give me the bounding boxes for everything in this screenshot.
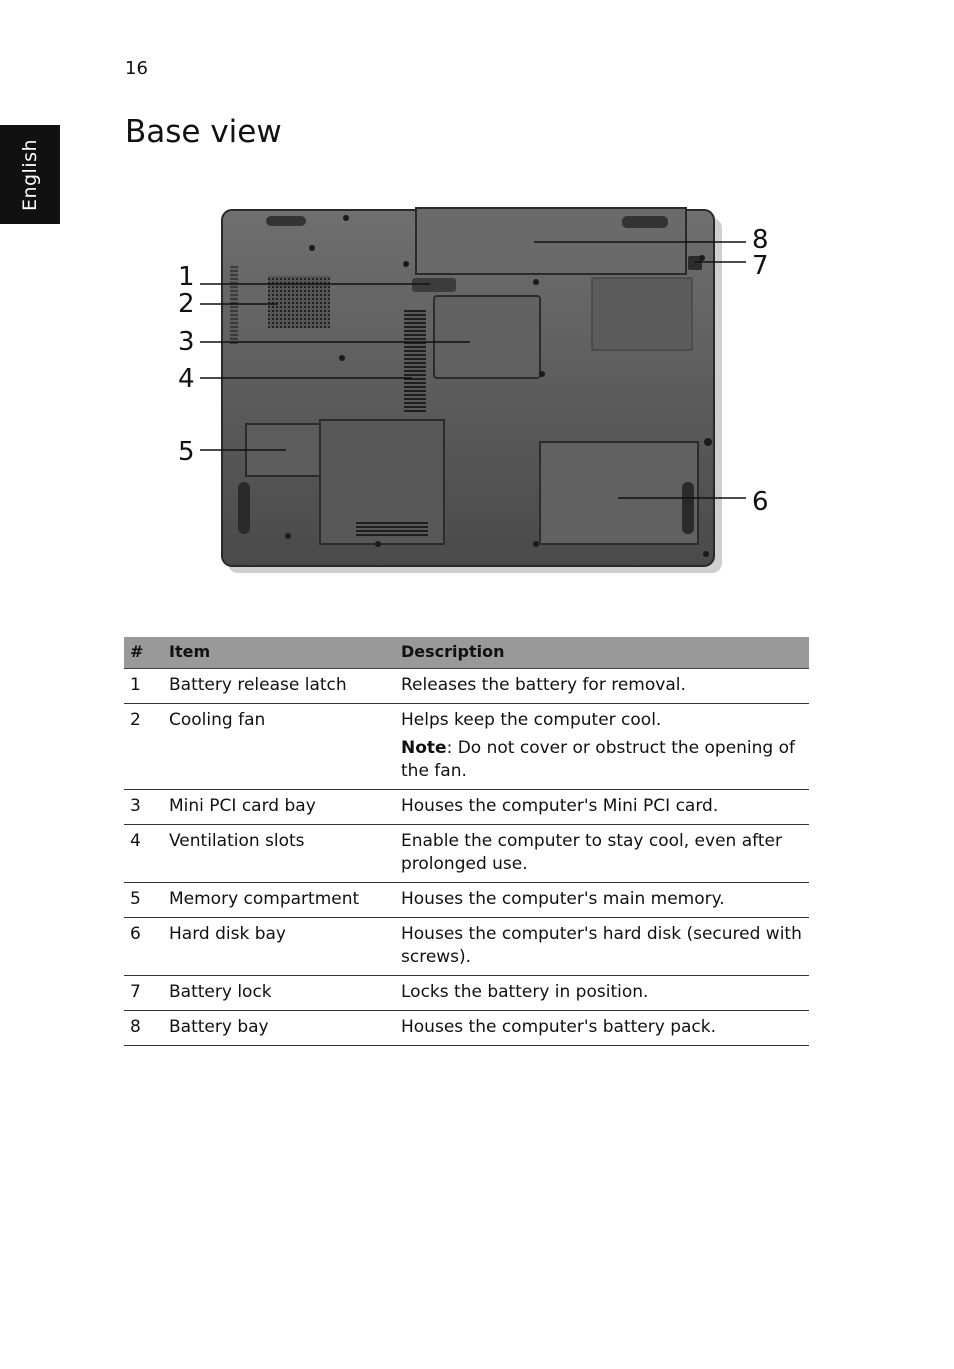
laptop-base-figure: 1 2 3 4 5 6 7 8: [172, 198, 782, 582]
row-description: Houses the computer's main memory.: [395, 882, 809, 918]
table-row: 1 Battery release latch Releases the bat…: [124, 668, 809, 704]
page-number: 16: [125, 58, 148, 79]
description-text: Enable the computer to stay cool, even a…: [401, 831, 782, 874]
description-note: Note: Do not cover or obstruct the openi…: [401, 737, 803, 783]
description-text: Releases the battery for removal.: [401, 675, 686, 695]
table-row: 2 Cooling fan Helps keep the computer co…: [124, 703, 809, 790]
description-text: Helps keep the computer cool.: [401, 710, 662, 730]
table-row: 6 Hard disk bay Houses the computer's ha…: [124, 917, 809, 976]
row-description: Houses the computer's Mini PCI card.: [395, 789, 809, 825]
row-item: Battery lock: [163, 975, 395, 1011]
note-text: : Do not cover or obstruct the opening o…: [401, 738, 796, 781]
table-row: 7 Battery lock Locks the battery in posi…: [124, 975, 809, 1011]
description-text: Houses the computer's hard disk (secured…: [401, 924, 802, 967]
row-description: Houses the computer's battery pack.: [395, 1010, 809, 1046]
row-item: Memory compartment: [163, 882, 395, 918]
callout-8: 8: [752, 225, 769, 255]
header-number: #: [124, 637, 163, 669]
table-row: 8 Battery bay Houses the computer's batt…: [124, 1010, 809, 1046]
row-item: Mini PCI card bay: [163, 789, 395, 825]
description-text: Houses the computer's battery pack.: [401, 1017, 717, 1037]
callout-6: 6: [752, 487, 769, 517]
table-row: 5 Memory compartment Houses the computer…: [124, 882, 809, 918]
row-item: Battery release latch: [163, 668, 395, 704]
page-title: Base view: [125, 114, 282, 150]
row-number: 1: [124, 668, 163, 704]
row-description: Locks the battery in position.: [395, 975, 809, 1011]
row-number: 2: [124, 703, 163, 790]
header-description: Description: [395, 637, 809, 669]
row-description: Houses the computer's hard disk (secured…: [395, 917, 809, 976]
row-number: 4: [124, 824, 163, 883]
laptop-base-illustration: 1 2 3 4 5 6 7 8: [178, 207, 769, 573]
parts-table: # Item Description 1 Battery release lat…: [124, 637, 809, 1046]
row-description: Releases the battery for removal.: [395, 668, 809, 704]
row-item: Hard disk bay: [163, 917, 395, 976]
row-number: 8: [124, 1010, 163, 1046]
row-number: 3: [124, 789, 163, 825]
callout-7: 7: [752, 251, 769, 281]
table-row: 3 Mini PCI card bay Houses the computer'…: [124, 789, 809, 825]
row-number: 7: [124, 975, 163, 1011]
header-item: Item: [163, 637, 395, 669]
language-tab: English: [0, 125, 60, 224]
note-label: Note: [401, 738, 447, 758]
description-text: Houses the computer's Mini PCI card.: [401, 796, 719, 816]
callout-2: 2: [178, 289, 195, 319]
callout-3: 3: [178, 327, 195, 357]
callout-1: 1: [178, 262, 195, 292]
row-item: Cooling fan: [163, 703, 395, 790]
row-description: Helps keep the computer cool. Note: Do n…: [395, 703, 809, 790]
description-text: Locks the battery in position.: [401, 982, 649, 1002]
row-number: 6: [124, 917, 163, 976]
row-item: Battery bay: [163, 1010, 395, 1046]
row-description: Enable the computer to stay cool, even a…: [395, 824, 809, 883]
callout-5: 5: [178, 437, 195, 467]
callout-4: 4: [178, 364, 195, 394]
table-row: 4 Ventilation slots Enable the computer …: [124, 824, 809, 883]
table-header-row: # Item Description: [124, 637, 809, 669]
row-item: Ventilation slots: [163, 824, 395, 883]
row-number: 5: [124, 882, 163, 918]
language-tab-label: English: [19, 138, 42, 211]
description-text: Houses the computer's main memory.: [401, 889, 725, 909]
